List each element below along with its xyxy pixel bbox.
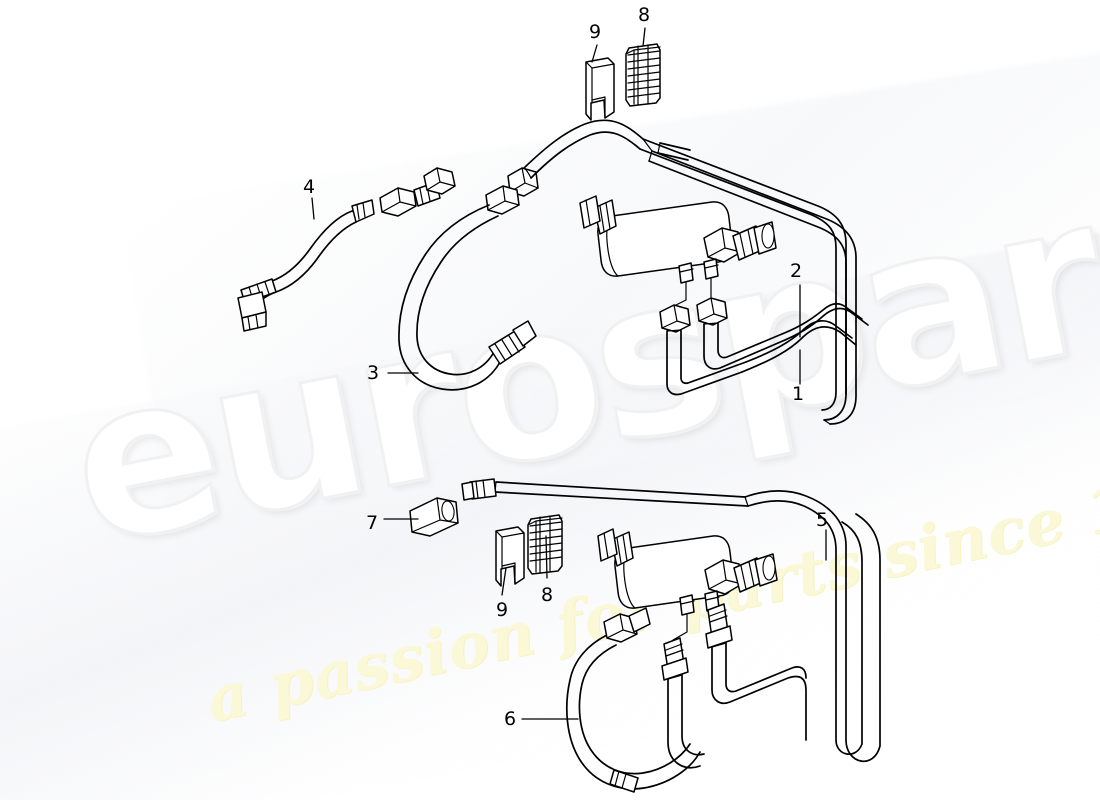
finned-damper-upper: [625, 43, 661, 107]
clamp-bracket-upper: [585, 57, 615, 121]
callout-6: 6: [504, 708, 517, 730]
fitting-union-nut-left: [379, 167, 456, 217]
damper-cylinder-lower: [597, 528, 778, 651]
hose-short-return: [237, 199, 375, 332]
hose-long-curved: [398, 204, 537, 391]
callout-8-lower: 8: [541, 584, 554, 606]
callout-1: 1: [792, 383, 805, 405]
pipe-loop-right: [744, 490, 881, 763]
callout-5: 5: [816, 509, 829, 531]
callout-9-lower: 9: [496, 599, 509, 621]
hydraulic-pipe-pair: [659, 297, 869, 396]
pipe-lower-right-pair: [661, 603, 807, 769]
sleeve-bush: [409, 497, 459, 537]
damper-cylinder-upper: [579, 195, 777, 317]
callout-2: 2: [790, 260, 803, 282]
callout-3: 3: [367, 362, 380, 384]
leader-lines: [311, 27, 827, 720]
callout-8-upper: 8: [638, 4, 651, 26]
pipe-run-upper-pair: [523, 119, 857, 425]
callout-9-upper: 9: [589, 21, 602, 43]
callout-7: 7: [366, 512, 379, 534]
hose-lower-return: [566, 607, 701, 793]
finned-damper-lower: [527, 514, 563, 575]
fitting-union-nut-mid: [485, 185, 520, 215]
clamp-bracket-lower: [495, 526, 525, 587]
pipe-segment-left-of-loop: [461, 478, 749, 507]
callout-4: 4: [303, 176, 316, 198]
